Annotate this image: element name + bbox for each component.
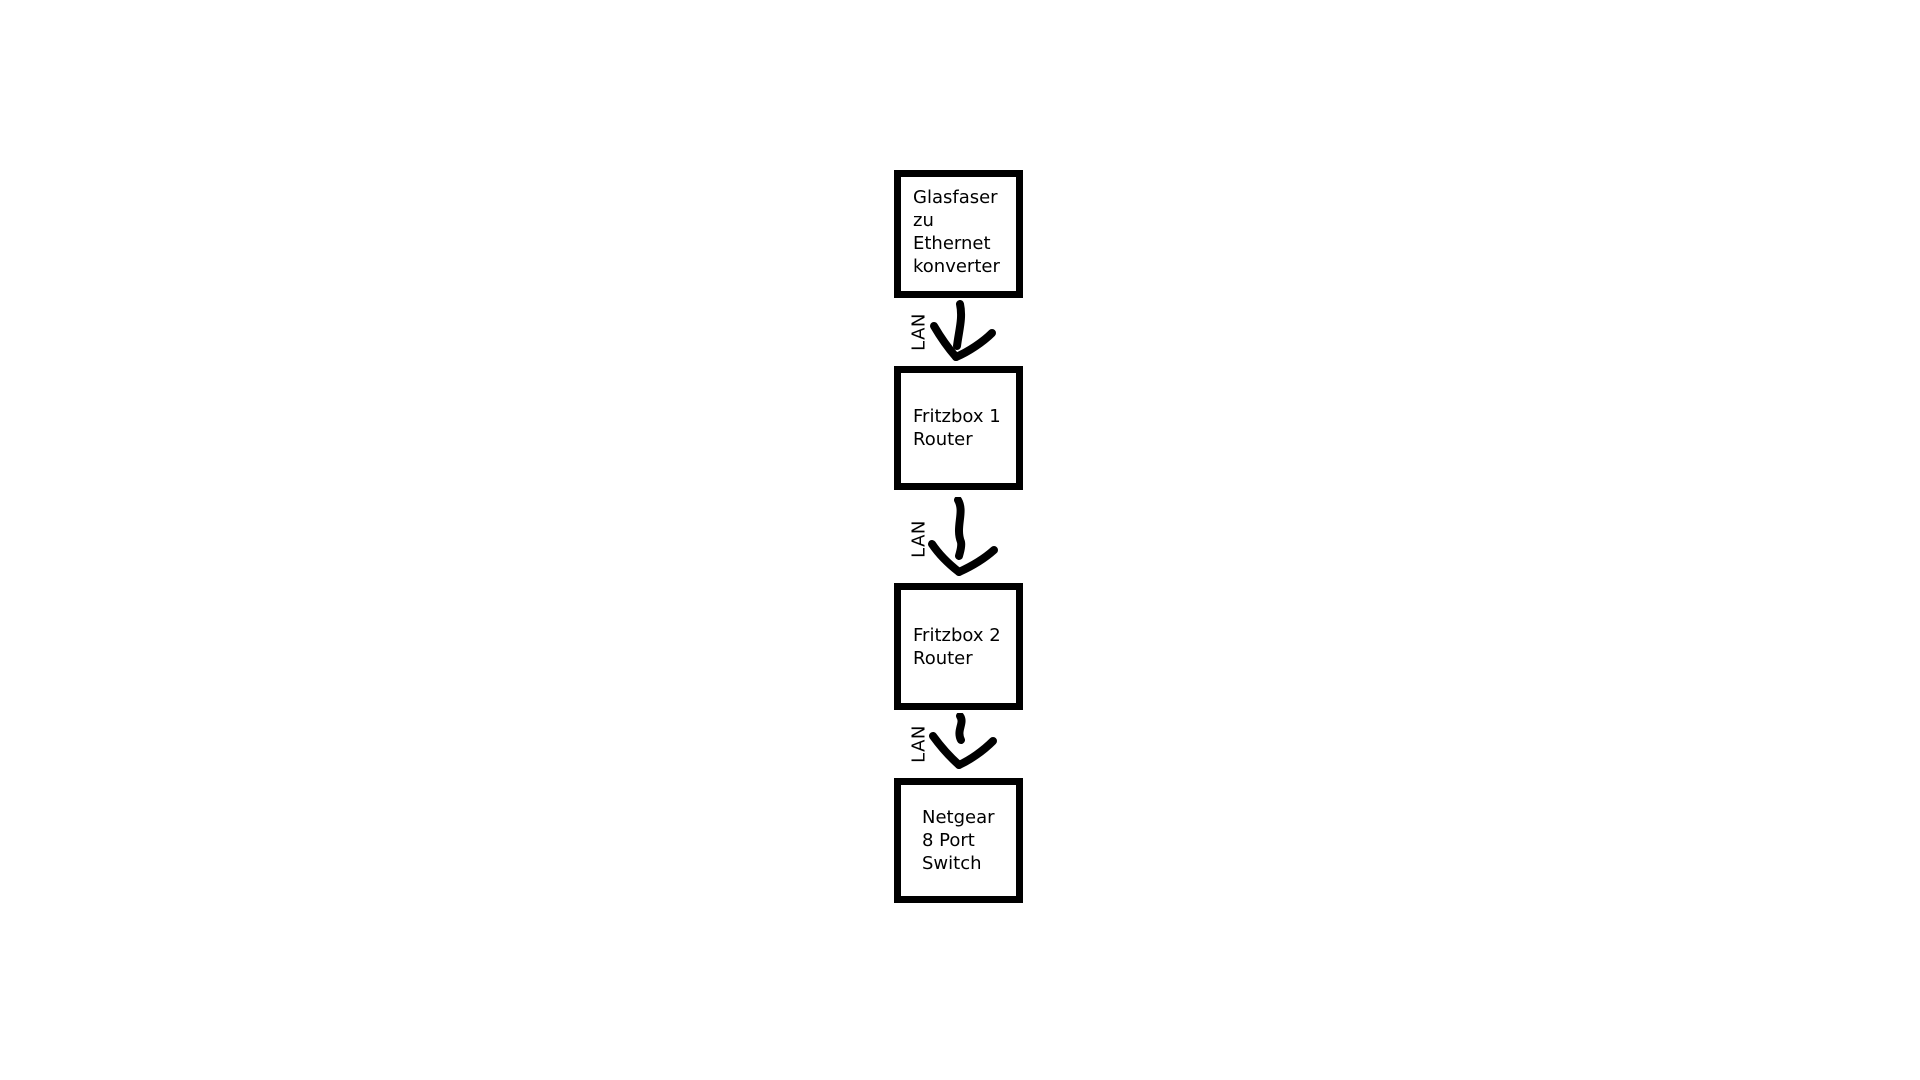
arrow-down-icon: [928, 497, 998, 576]
node-fritzbox-1-router: Fritzbox 1 Router: [894, 366, 1023, 490]
edge-glasfaser-to-fritzbox1: LAN: [885, 300, 1015, 364]
edge-fritzbox1-to-fritzbox2: LAN: [885, 497, 1015, 580]
node-label: Fritzbox 2 Router: [913, 624, 1001, 669]
node-label: Fritzbox 1 Router: [913, 406, 1001, 450]
node-label: Netgear 8 Port Switch: [922, 807, 995, 874]
arrow-down-icon: [930, 300, 996, 361]
node-label: Glasfaser zu Ethernet konverter: [913, 187, 1000, 277]
node-glasfaser-ethernet-konverter: Glasfaser zu Ethernet konverter: [894, 170, 1023, 298]
edge-fritzbox2-to-netgear: LAN: [885, 713, 1015, 775]
node-netgear-8port-switch: Netgear 8 Port Switch: [894, 778, 1023, 903]
arrow-down-icon: [929, 713, 997, 769]
node-fritzbox-2-router: Fritzbox 2 Router: [894, 583, 1023, 710]
